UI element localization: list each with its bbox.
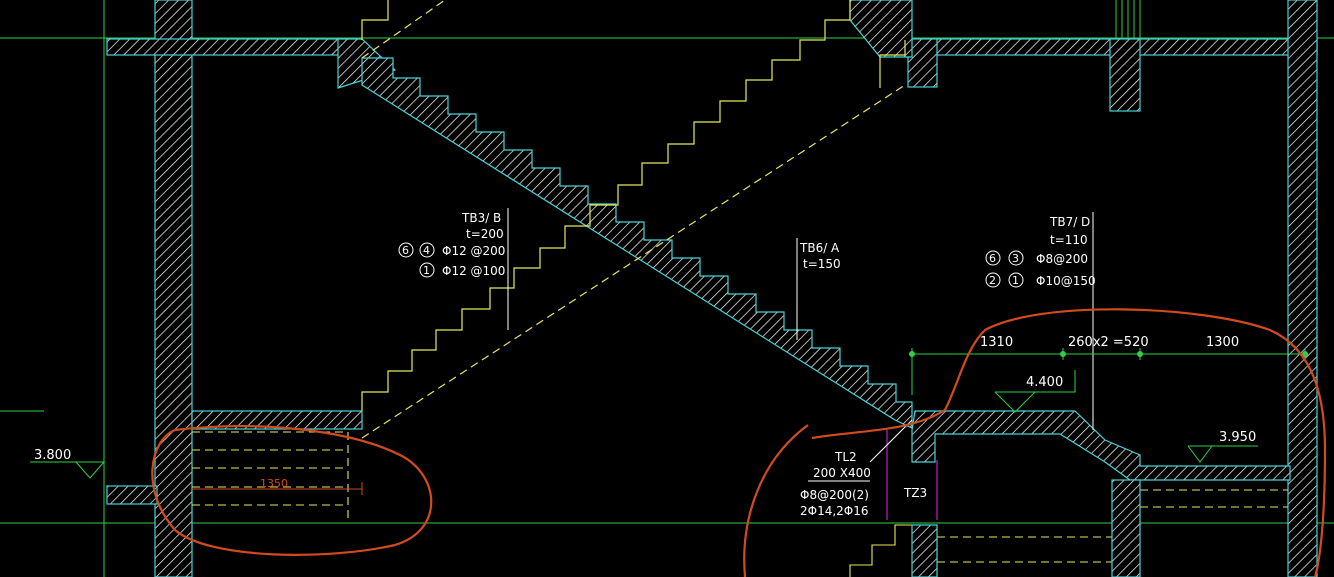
annotation-tz3: TZ3 — [903, 486, 927, 500]
dim-260x2: 260x2 =520 — [1068, 335, 1149, 350]
elev-marker-mid-tri — [994, 391, 1036, 413]
elev-mid: 4.400 — [1026, 375, 1063, 390]
elev-right: 3.950 — [1219, 430, 1256, 445]
tb7-rebar-2: Φ10@150 — [1036, 274, 1096, 288]
tl2-size: 200 X400 — [813, 466, 871, 480]
annotation-tb7: TB7/ D t=110 6 3 Φ8@200 2 1 Φ10@150 — [985, 215, 1096, 288]
tl2-name: TL2 — [834, 450, 857, 464]
tb7-circle-c: 2 — [989, 274, 996, 287]
markup-annotations — [151, 308, 1327, 577]
dimension-texts: 1310 260x2 =520 1300 1350 — [260, 335, 1239, 490]
tb3-name: TB3/ B — [461, 211, 501, 225]
tl2-rebar-1: Φ8@200(2) — [800, 488, 869, 502]
dim-1300: 1300 — [1206, 335, 1239, 350]
dim-red-1350: 1350 — [260, 477, 288, 490]
left-low-slab — [106, 485, 158, 505]
dimension-line — [909, 348, 1308, 395]
annotation-tb3: TB3/ B t=200 6 4 Φ12 @200 1 Φ12 @100 — [398, 211, 505, 278]
elevation-markers — [30, 370, 1258, 479]
top-center-stair-block — [849, 0, 913, 58]
elevation-texts: 3.800 4.400 3.950 — [34, 375, 1256, 463]
tb6-name: TB6/ A — [799, 241, 840, 255]
annotation-tl2: TL2 200 X400 Φ8@200(2) 2Φ14,2Φ16 — [800, 450, 871, 518]
markup-ellipse-left — [151, 425, 433, 556]
tb3-circle-b: 4 — [423, 244, 430, 257]
stair-flight-tb6 — [361, 57, 913, 429]
tb3-circle-a: 6 — [402, 244, 409, 257]
column-tz3-lines — [886, 428, 938, 520]
top-slab-left — [106, 38, 358, 56]
elev-marker-right-tri — [1187, 445, 1213, 463]
tb3-thickness: t=200 — [466, 227, 504, 241]
tl2-rebar-2: 2Φ14,2Φ16 — [800, 504, 869, 518]
tb6-thickness: t=150 — [803, 257, 841, 271]
tb3-rebar-2: Φ12 @100 — [442, 264, 505, 278]
tb7-circle-b: 3 — [1012, 252, 1019, 265]
dim-1310: 1310 — [980, 335, 1013, 350]
elev-left: 3.800 — [34, 448, 71, 463]
tz3-name: TZ3 — [903, 486, 927, 500]
top-right-column — [1109, 38, 1141, 112]
elev-marker-mid — [995, 370, 1076, 393]
lower-left-stair-dashed — [192, 431, 349, 520]
annotation-tb6: TB6/ A t=150 — [799, 241, 841, 271]
concrete-walls — [106, 0, 1318, 577]
elev-marker-left — [30, 461, 106, 479]
mid-top-column — [907, 38, 938, 88]
tb7-circle-d: 1 — [1012, 274, 1019, 287]
tb7-rebar-1: Φ8@200 — [1036, 252, 1088, 266]
tb3-circle-c: 1 — [423, 264, 430, 277]
tb7-name: TB7/ D — [1049, 215, 1090, 229]
stair-flight-tb3-steps — [361, 0, 906, 439]
tb7-circle-a: 6 — [989, 252, 996, 265]
tb7-thickness: t=110 — [1050, 233, 1088, 247]
left-landing — [191, 410, 363, 430]
lower-right-structure — [911, 479, 1141, 577]
tb3-rebar-1: Φ12 @200 — [442, 244, 505, 258]
markup-curve-right — [743, 308, 1327, 577]
leader-lines — [507, 208, 1094, 463]
right-wall — [1287, 0, 1318, 577]
left-wall — [154, 0, 193, 577]
